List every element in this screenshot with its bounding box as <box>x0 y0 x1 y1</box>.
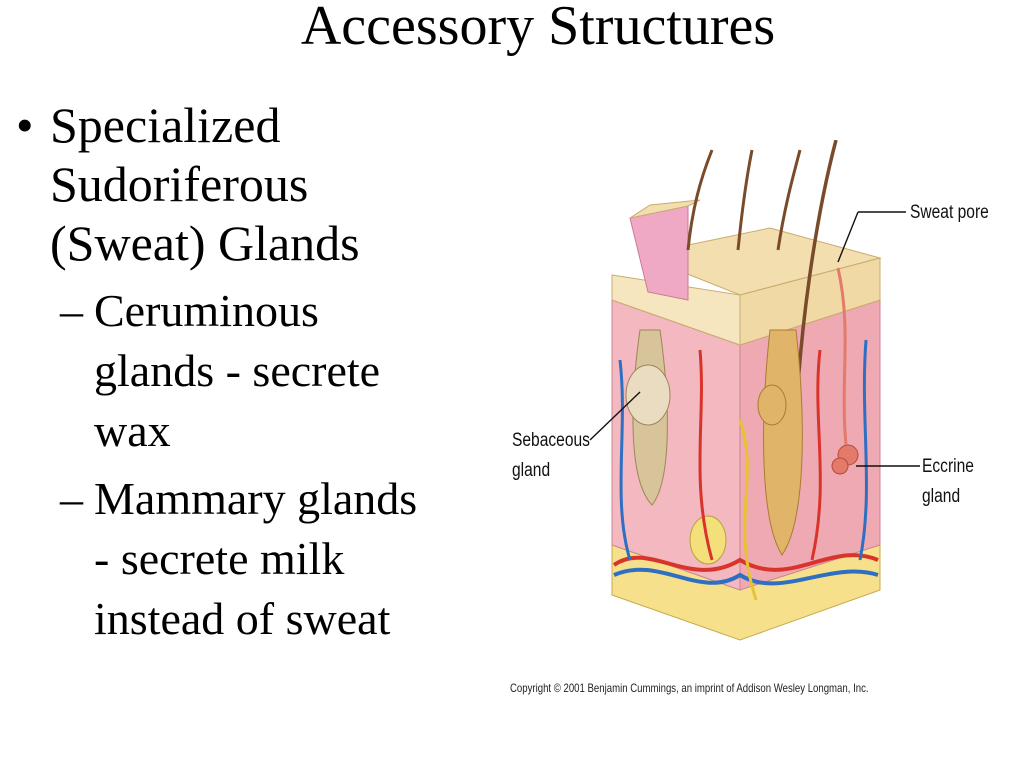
label-sweat-pore: Sweat pore <box>910 202 989 223</box>
bullet-line: (Sweat) Glands <box>50 215 360 271</box>
sebaceous-gland-shape <box>757 384 787 426</box>
nerve <box>738 419 758 601</box>
bullet-line: Specialized <box>50 97 281 153</box>
artery <box>612 553 879 572</box>
subbullet-line: wax <box>94 405 171 456</box>
vein <box>618 359 632 561</box>
subbullet-mammary: – Mammary glands - secrete milk instead … <box>16 469 506 649</box>
label-eccrine-line2: gland <box>922 486 961 507</box>
label-eccrine-line1: Eccrine <box>922 456 974 477</box>
artery <box>698 349 714 561</box>
epidermis-side <box>739 257 881 346</box>
skin-cross-section-illustration <box>589 140 920 641</box>
figure-copyright: Copyright © 2001 Benjamin Cummings, an i… <box>510 681 869 695</box>
skin-flap-top <box>629 199 701 219</box>
hair <box>776 149 802 251</box>
vein <box>613 567 879 586</box>
bullet-list: • Specialized Sudoriferous (Sweat) Gland… <box>16 96 506 649</box>
subbullet-line: Ceruminous <box>94 285 319 336</box>
subbullet-marker: – <box>60 473 83 524</box>
label-sebaceous-line2: gland <box>512 460 551 481</box>
subbullet-marker: – <box>60 285 83 336</box>
eccrine-gland-coil <box>831 457 849 475</box>
bullet-marker: • <box>16 97 34 153</box>
subbullet-line: glands - secrete <box>94 345 381 396</box>
sweat-duct <box>836 267 848 446</box>
hair <box>736 149 754 251</box>
sebaceous-gland-shape <box>625 364 671 426</box>
subbullet-line: instead of sweat <box>94 593 391 644</box>
slide-title: Accessory Structures <box>300 0 776 57</box>
leader-line-sebaceous <box>589 391 641 441</box>
dermis-side <box>739 299 881 591</box>
hair <box>686 149 714 251</box>
bullet-line: Sudoriferous <box>50 156 309 212</box>
vein <box>858 339 868 561</box>
artery <box>810 349 822 561</box>
subbullet-ceruminous: – Ceruminous glands - secrete wax <box>16 281 506 461</box>
label-sebaceous-line1: Sebaceous <box>512 430 590 451</box>
bullet-item-sudoriferous: • Specialized Sudoriferous (Sweat) Gland… <box>16 96 506 273</box>
subbullet-line: Mammary glands <box>94 473 418 524</box>
leader-line-sweat-pore <box>837 211 859 263</box>
subbullet-line: - secrete milk <box>94 533 345 584</box>
